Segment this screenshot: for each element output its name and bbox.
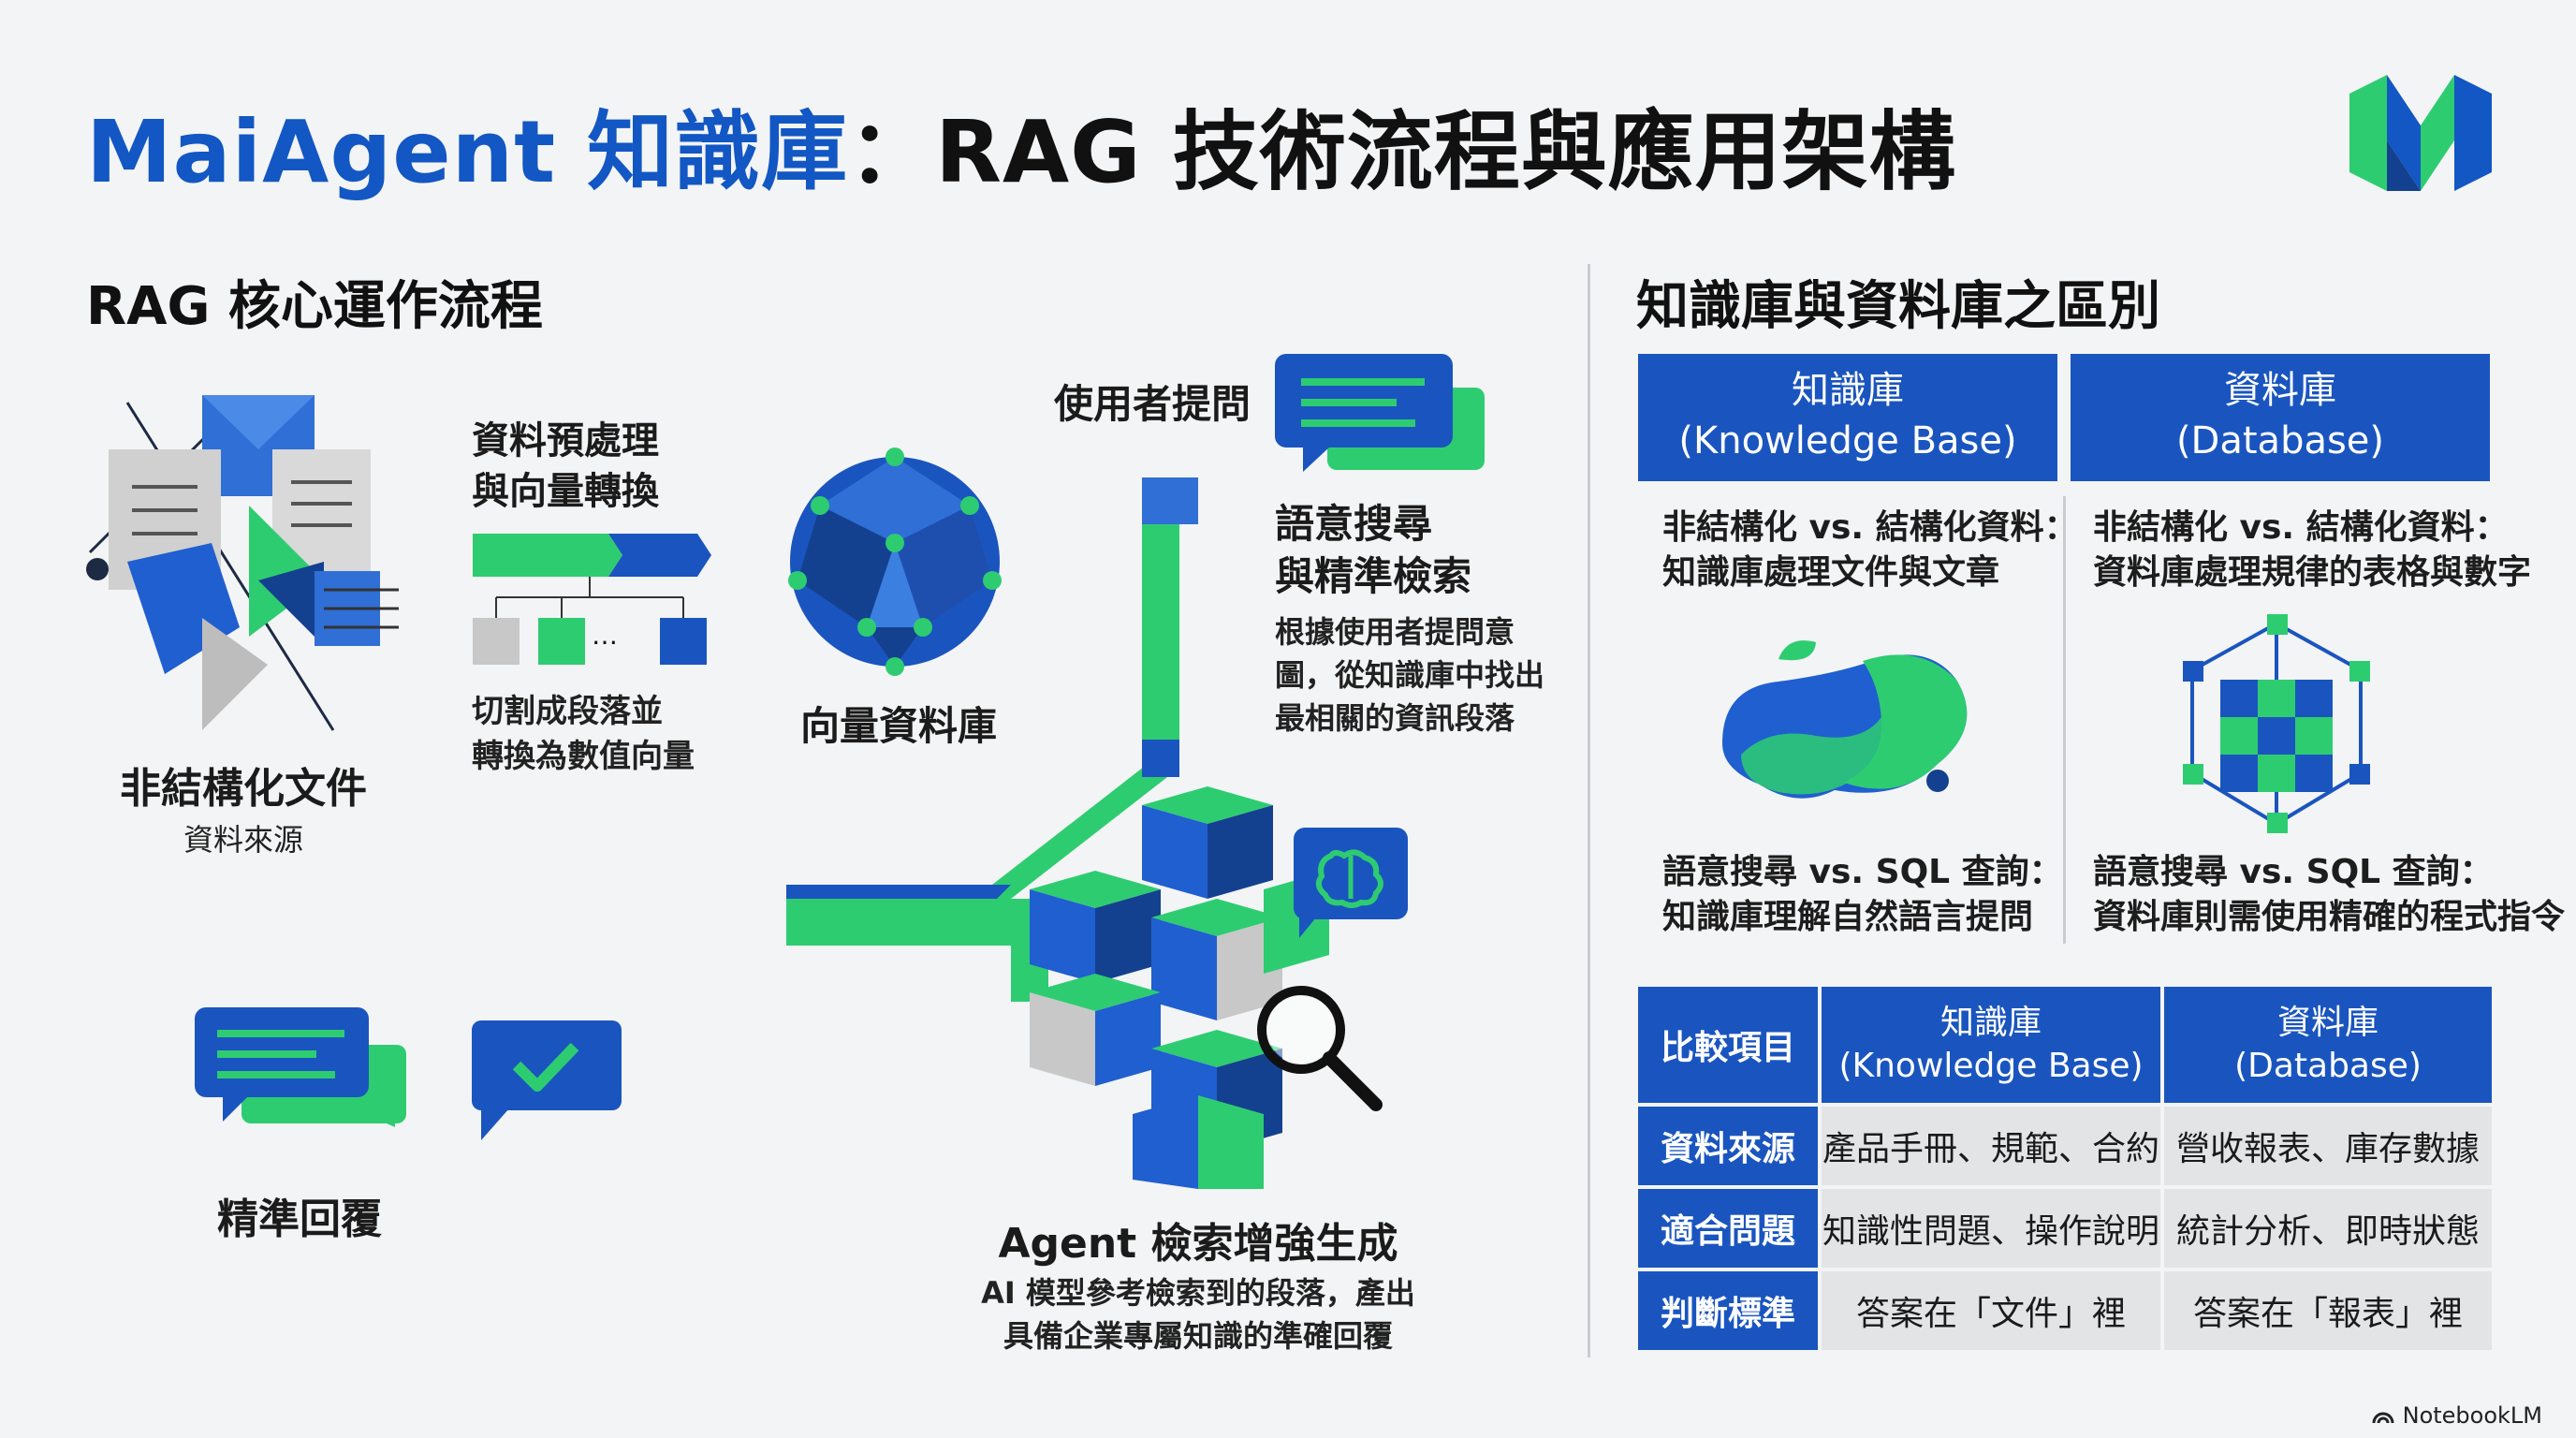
semantic-title-line1: 語意搜尋	[1275, 501, 1433, 547]
title-brand: MaiAgent 知識庫	[86, 102, 849, 202]
chat-question-icon	[1275, 354, 1485, 472]
table-cell-kb: 答案在「文件」裡	[1822, 1271, 2161, 1350]
agent-sub-line2: 具備企業專屬知識的準確回覆	[1003, 1318, 1393, 1354]
table-cell-db: 統計分析、即時狀態	[2164, 1189, 2493, 1268]
db-header-line2: (Database)	[2175, 419, 2385, 462]
maiagent-logo	[2349, 75, 2492, 191]
table-row-label: 判斷標準	[1638, 1271, 1818, 1350]
db-point-structure: 非結構化 vs. 結構化資料： 資料庫處理規律的表格與數字	[2093, 506, 2531, 595]
check-chat-icon	[472, 1020, 622, 1140]
rag-section-title: RAG 核心運作流程	[86, 276, 543, 337]
column-divider	[2063, 496, 2066, 944]
semantic-title-line2: 與精準檢索	[1275, 553, 1472, 599]
semantic-title: 語意搜尋 與精準檢索	[1275, 498, 1471, 603]
db-point-structure-line1: 非結構化 vs. 結構化資料：	[2093, 508, 2509, 547]
vector-database-icon	[788, 448, 1002, 676]
unstructured-title: 非結構化文件	[120, 765, 367, 813]
agent-sub: AI 模型參考檢索到的段落，產出 具備企業專屬知識的準確回覆	[899, 1271, 1498, 1357]
agent-sub-line1: AI 模型參考檢索到的段落，產出	[981, 1275, 1415, 1311]
comparison-table: 比較項目 知識庫 (Knowledge Base) 資料庫 (Database)…	[1634, 983, 2496, 1354]
notebooklm-watermark: NotebookLM	[2371, 1402, 2542, 1429]
knowledge-blob-illustration	[1722, 640, 1968, 799]
title-rest: ：RAG 技術流程與應用架構	[848, 102, 1956, 202]
preprocess-title-line2: 與向量轉換	[472, 470, 659, 513]
notebooklm-icon	[2372, 1412, 2394, 1424]
db-header-line1: 資料庫	[2224, 369, 2336, 412]
documents-illustration	[86, 395, 399, 731]
kb-header-line2: (Knowledge Base)	[1678, 419, 2017, 462]
chunk-ellipsis: …	[592, 620, 618, 651]
agent-cubes-illustration	[1030, 786, 1383, 1189]
table-row: 適合問題 知識性問題、操作說明 統計分析、即時狀態	[1638, 1189, 2493, 1268]
reply-title: 精準回覆	[217, 1196, 382, 1243]
preprocess-sub-line1: 切割成段落並	[472, 693, 663, 730]
db-point-query: 語意搜尋 vs. SQL 查詢： 資料庫則需使用精確的程式指令	[2093, 850, 2565, 940]
kb-header: 知識庫 (Knowledge Base)	[1638, 354, 2057, 481]
table-row: 判斷標準 答案在「文件」裡 答案在「報表」裡	[1638, 1271, 2493, 1350]
kb-header-line1: 知識庫	[1792, 369, 1904, 412]
db-point-query-line1: 語意搜尋 vs. SQL 查詢：	[2093, 853, 2494, 891]
semantic-sub-line2: 圖，從知識庫中找出	[1275, 657, 1545, 693]
table-row: 資料來源 產品手冊、規範、合約 營收報表、庫存數據	[1638, 1107, 2493, 1185]
kb-point-query: 語意搜尋 vs. SQL 查詢： 知識庫理解自然語言提問	[1662, 850, 2063, 940]
chunking-icon	[473, 534, 711, 665]
agent-title: Agent 檢索增強生成	[998, 1220, 1398, 1268]
db-header: 資料庫 (Database)	[2071, 354, 2490, 481]
preprocess-sub: 切割成段落並 轉換為數值向量	[472, 689, 695, 779]
preprocess-title: 資料預處理 與向量轉換	[472, 416, 659, 517]
flow-path	[786, 477, 1198, 1002]
kb-point-structure-line2: 知識庫處理文件與文章	[1662, 553, 2000, 592]
kb-point-structure: 非結構化 vs. 結構化資料： 知識庫處理文件與文章	[1662, 506, 2078, 595]
kb-point-query-line1: 語意搜尋 vs. SQL 查詢：	[1662, 853, 2063, 891]
table-col-db-line2: (Database)	[2234, 1047, 2422, 1085]
table-cell-db: 營收報表、庫存數據	[2164, 1107, 2493, 1185]
unstructured-sub: 資料來源	[183, 822, 303, 858]
kb-point-structure-line1: 非結構化 vs. 結構化資料：	[1662, 508, 2078, 547]
page-title: MaiAgent 知識庫：RAG 技術流程與應用架構	[86, 82, 1956, 207]
database-cube-illustration	[2183, 614, 2370, 833]
semantic-sub-line1: 根據使用者提問意	[1275, 614, 1515, 650]
user-question-title: 使用者提問	[1054, 381, 1251, 427]
db-point-structure-line2: 資料庫處理規律的表格與數字	[2093, 553, 2532, 592]
section-divider	[1588, 264, 1590, 1357]
table-cell-kb: 知識性問題、操作說明	[1822, 1189, 2161, 1268]
preprocess-title-line1: 資料預處理	[472, 419, 659, 462]
semantic-sub-line3: 最相關的資訊段落	[1275, 700, 1515, 736]
table-col-kb-line1: 知識庫	[1940, 1004, 2042, 1042]
table-corner: 比較項目	[1638, 987, 1818, 1103]
reply-chat-icon	[195, 1007, 406, 1127]
vectordb-title: 向量資料庫	[799, 703, 997, 749]
semantic-sub: 根據使用者提問意 圖，從知識庫中找出 最相關的資訊段落	[1275, 610, 1544, 740]
table-col-db-line1: 資料庫	[2277, 1004, 2379, 1042]
kb-point-query-line2: 知識庫理解自然語言提問	[1662, 898, 2034, 936]
brain-chat-icon	[1294, 828, 1408, 938]
db-point-query-line2: 資料庫則需使用精確的程式指令	[2093, 898, 2566, 936]
table-cell-db: 答案在「報表」裡	[2164, 1271, 2493, 1350]
comparison-section-title: 知識庫與資料庫之區別	[1636, 276, 2160, 337]
preprocess-sub-line2: 轉換為數值向量	[472, 738, 695, 775]
table-cell-kb: 產品手冊、規範、合約	[1822, 1107, 2161, 1185]
table-row-label: 資料來源	[1638, 1107, 1818, 1185]
notebooklm-label: NotebookLM	[2402, 1402, 2542, 1429]
table-col-db: 資料庫 (Database)	[2164, 987, 2493, 1103]
table-header-row: 比較項目 知識庫 (Knowledge Base) 資料庫 (Database)	[1638, 987, 2493, 1103]
table-col-kb: 知識庫 (Knowledge Base)	[1822, 987, 2161, 1103]
table-col-kb-line2: (Knowledge Base)	[1838, 1047, 2144, 1085]
table-row-label: 適合問題	[1638, 1189, 1818, 1268]
